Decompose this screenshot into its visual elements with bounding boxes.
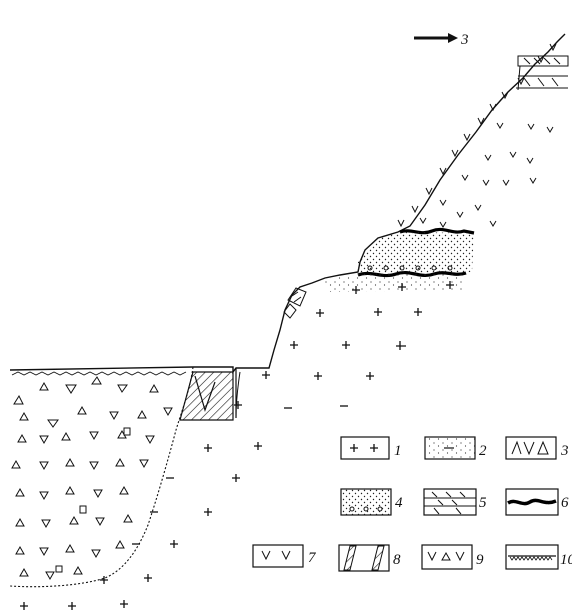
legend-label-6: 6 [561,495,569,511]
legend-item-3: 3 [505,436,569,460]
sandstone-lens [358,232,474,275]
granite-plus-pattern [20,281,454,610]
legend-symbol-9 [421,544,473,570]
legend-label-1: 1 [394,443,402,459]
legend-label-3: 3 [560,443,569,459]
legend-symbol-10 [505,544,559,570]
legend-item-4: 4 [340,488,403,516]
breccia-serrated-top [11,371,187,376]
legend-label-5: 5 [479,495,487,511]
legend-item-6: 6 [505,488,569,516]
legend-item-7: 7 [252,544,317,568]
slope-v-marks [397,43,557,228]
slope-breccia-fragment [283,287,307,319]
legend-label-4: 4 [395,495,403,511]
legend-item-10: 10 [505,544,572,570]
direction-arrow-label: 3 [460,32,469,48]
legend-label-9: 9 [476,552,484,568]
legend-item-9: 9 [421,544,484,570]
direction-arrow: 3 [414,32,469,48]
legend-item-5: 5 [423,488,487,516]
legend-label-7: 7 [308,550,317,566]
dotted-weathered-zone [320,273,466,292]
legend-symbol-5 [423,488,477,516]
upper-layered-beds [516,55,569,91]
breccia-triangle-pattern [11,376,173,581]
legend-symbol-7 [252,544,304,568]
legend-label-2: 2 [479,443,487,459]
legend: 1 2 3 4 5 6 [252,436,572,572]
legend-label-8: 8 [393,552,401,568]
volcanic-v-pattern [419,122,554,228]
legend-item-1: 1 [340,436,402,460]
unconformity-upper [399,227,475,235]
legend-item-2: 2 [424,436,487,460]
breccia-body-boundary [9,366,194,588]
legend-symbol-1 [340,436,390,460]
terrain-surface [9,33,566,375]
legend-item-8: 8 [338,544,401,572]
hatched-fill-deposit [179,368,241,421]
legend-label-10: 10 [560,552,572,568]
sandstone-small-circles [367,265,453,271]
